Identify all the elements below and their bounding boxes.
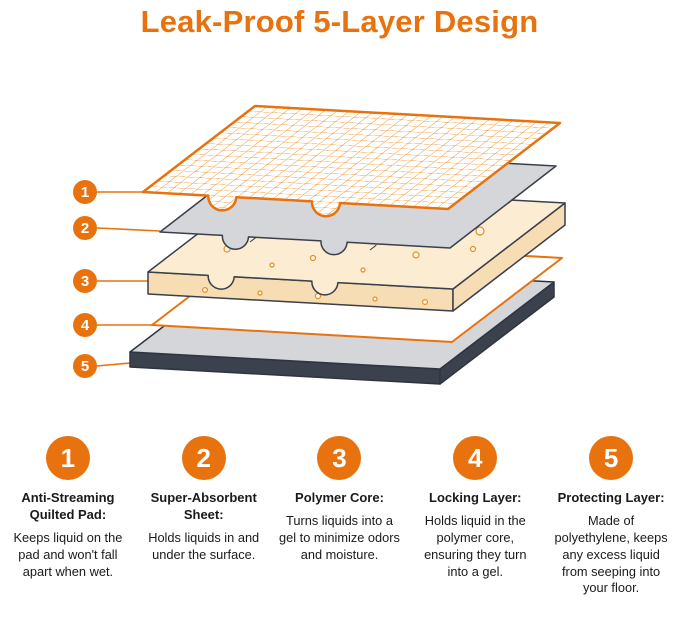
diagram-badge-1-number: 1	[81, 184, 89, 201]
feature-badge-5: 5	[589, 436, 634, 480]
feature-item-4: 4 Locking Layer: Holds liquid in the pol…	[407, 436, 543, 633]
feature-body-4: Holds liquid in the polymer core, ensuri…	[424, 512, 527, 579]
feature-body-3: Turns liquids into a gel to minimize odo…	[279, 512, 400, 562]
feature-heading-5: Protecting Layer:	[557, 490, 665, 505]
feature-body-5: Made of polyethylene, keeps any excess l…	[554, 512, 668, 596]
diagram-badge-1	[73, 180, 97, 204]
diagram-badge-4-number: 4	[81, 317, 90, 334]
feature-badge-5-number: 5	[603, 442, 619, 473]
page-title: Leak-Proof 5-Layer Design	[140, 4, 539, 39]
feature-badge-2-number: 2	[196, 442, 211, 473]
diagram-badge-2-number: 2	[81, 220, 89, 237]
polymer-bubbles-front	[202, 287, 429, 306]
feature-item-1: 1 Anti-Streaming Quilted Pad: Keeps liqu…	[0, 436, 136, 633]
feature-heading-2: Super-Absorbent Sheet:	[150, 490, 257, 522]
feature-item-3: 3 Polymer Core: Turns liquids into a gel…	[272, 436, 408, 633]
feature-heading-3: Polymer Core:	[295, 490, 384, 505]
leader-line-5	[96, 362, 131, 367]
feature-body-1: Keeps liquid on the pad and won't fall a…	[13, 529, 123, 579]
feature-badge-2: 2	[181, 436, 226, 480]
feature-badge-1: 1	[45, 436, 90, 480]
diagram-badges: 1 2 3 4 5	[73, 180, 97, 378]
leader-lines	[96, 191, 161, 367]
feature-badge-3-number: 3	[332, 442, 347, 473]
diagram-badge-5-number: 5	[81, 358, 89, 375]
feature-badge-4-number: 4	[468, 442, 483, 473]
diagram-badge-3	[73, 269, 97, 293]
layer-1-quilted-pad	[141, 104, 562, 218]
feature-heading-4: Locking Layer:	[429, 490, 522, 505]
feature-badge-3: 3	[317, 436, 362, 480]
feature-badge-4: 4	[453, 436, 498, 480]
feature-list: 1 Anti-Streaming Quilted Pad: Keeps liqu…	[0, 424, 679, 633]
diagram-badge-4	[73, 313, 97, 337]
feature-body-2: Holds liquids in and under the surface.	[148, 529, 260, 562]
feature-badge-1-number: 1	[60, 442, 76, 473]
diagram-badge-2	[73, 216, 97, 240]
quilt-mesh	[141, 104, 562, 218]
feature-item-2: 2 Super-Absorbent Sheet: Holds liquids i…	[136, 436, 272, 633]
diagram-badge-3-number: 3	[81, 273, 89, 290]
leader-line-2	[96, 227, 161, 232]
feature-item-5: 5 Protecting Layer: Made of polyethylene…	[543, 436, 679, 633]
feature-heading-1: Anti-Streaming Quilted Pad:	[21, 490, 115, 522]
diagram-badge-5	[73, 354, 97, 378]
layer-diagram: 1 2 3 4 5	[73, 104, 566, 385]
